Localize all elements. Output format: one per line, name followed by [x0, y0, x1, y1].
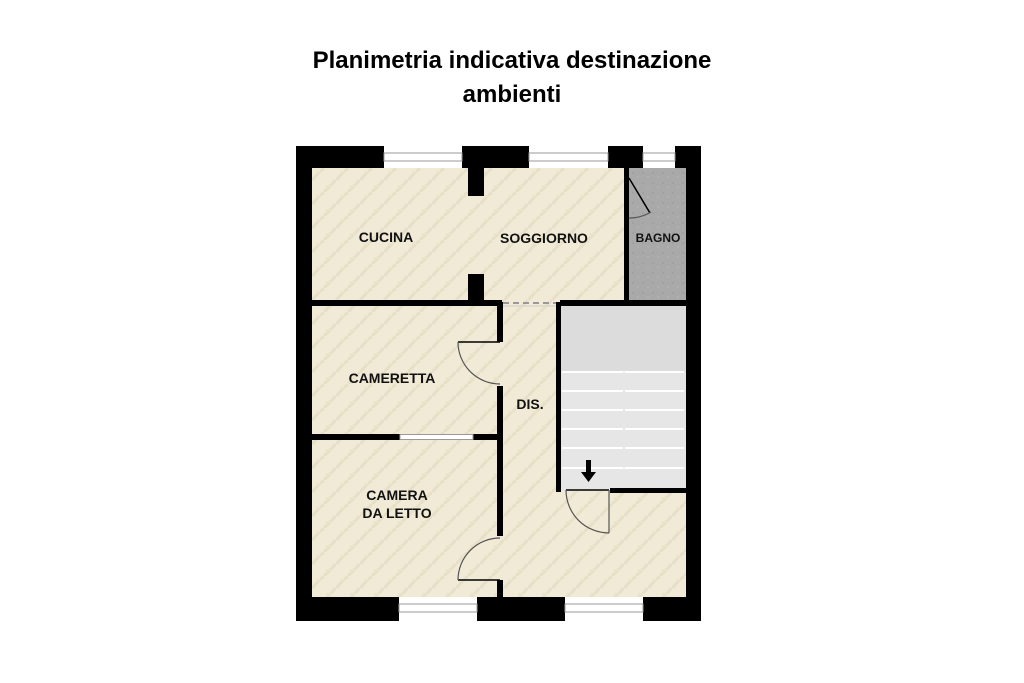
room-label-bagno: BAGNO [636, 231, 681, 245]
room-label-cameretta: CAMERETTA [349, 370, 436, 386]
floor-bagno [628, 168, 686, 302]
room-label-camera-line2: DA LETTO [362, 505, 431, 521]
walls [296, 146, 701, 621]
floor-camera-da-letto [312, 440, 500, 597]
plan-title: Planimetria indicativa destinazione ambi… [0, 44, 1024, 112]
room-label-soggiorno: SOGGIORNO [500, 230, 588, 246]
floor-disimpegno [500, 302, 560, 597]
arrow-down-icon [581, 460, 596, 482]
floor-cameretta [312, 306, 500, 436]
room-label-dis: DIS. [516, 396, 543, 412]
plan-title-line2: ambienti [462, 81, 562, 108]
room-label-camera-line1: CAMERA [366, 487, 427, 503]
staircase [560, 306, 686, 491]
door-stairwell [565, 489, 610, 534]
room-label-cucina: CUCINA [359, 229, 413, 245]
floor-landing [560, 491, 686, 597]
plan-title-line1: Planimetria indicativa destinazione [312, 47, 712, 74]
door-camera-da-letto [457, 537, 501, 581]
windows [383, 152, 676, 613]
door-bagno [628, 177, 652, 219]
door-cameretta [457, 341, 501, 385]
